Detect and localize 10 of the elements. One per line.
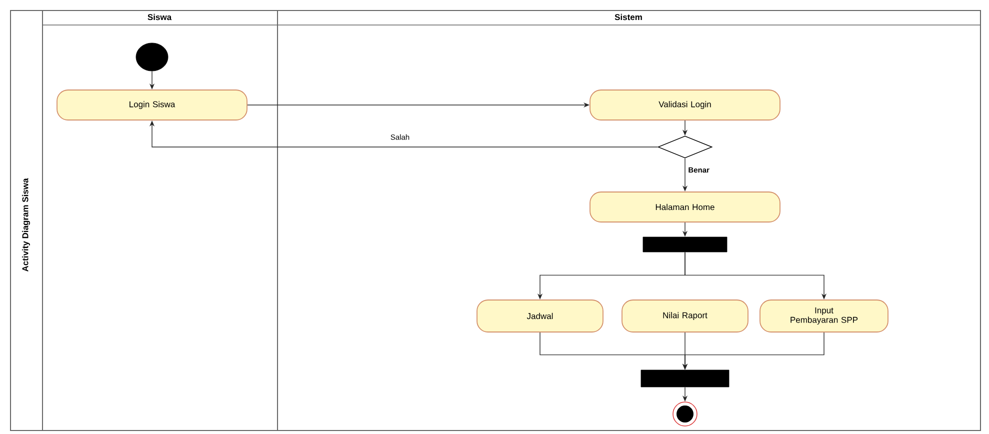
start-node (136, 42, 168, 72)
action-box: Validasi Login (590, 90, 780, 120)
action-box: Halaman Home (590, 192, 780, 222)
action-box: Jadwal (476, 300, 604, 332)
action-box: Input Pembayaran SPP (760, 300, 888, 332)
fork-bar (642, 236, 728, 252)
action-box: Login Siswa (56, 90, 248, 120)
end-node (672, 402, 698, 426)
action-box: Nilai Raport (622, 300, 748, 332)
join-bar (640, 370, 730, 388)
